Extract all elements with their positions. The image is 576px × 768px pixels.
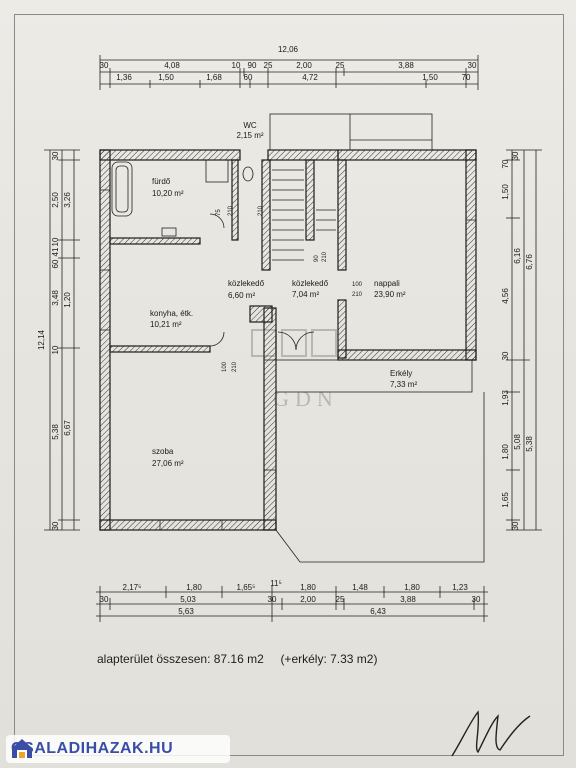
room-name-konyha: konyha, étk. xyxy=(150,309,193,318)
dim-label: 60 xyxy=(244,73,253,82)
dim-label: 25 xyxy=(336,61,345,70)
dim-label: 10 xyxy=(232,61,241,70)
opening-label: 75 xyxy=(216,209,222,216)
room-area-kozlekedo-2: 7,04 m² xyxy=(292,290,319,299)
dim-label: 10 xyxy=(51,237,60,246)
dim-label: 1,80 xyxy=(300,583,316,592)
dim-label: 1,93 xyxy=(501,390,510,406)
left-outer-dim: 12,14 xyxy=(37,329,46,350)
gdn-watermark: GDN xyxy=(251,329,339,411)
room-area-konyha: 10,21 m² xyxy=(150,320,182,329)
dim-label: 1,68 xyxy=(206,73,222,82)
dim-label: 25 xyxy=(336,595,345,604)
dim-label: 5,08 xyxy=(513,434,522,450)
dim-label: 30 xyxy=(51,521,60,530)
dim-label: 70 xyxy=(501,159,510,168)
opening-label: 210 xyxy=(322,251,328,262)
room-name-szoba: szoba xyxy=(152,447,174,456)
room-area-nappali: 23,90 m² xyxy=(374,290,406,299)
dim-label: 2,50 xyxy=(51,192,60,208)
dim-label: 6,16 xyxy=(513,248,522,264)
dim-label: 6,67 xyxy=(63,420,72,436)
dim-label: 1,80 xyxy=(186,583,202,592)
house-logo-icon xyxy=(12,739,32,758)
room-area-wc: 2,15 m² xyxy=(236,131,263,140)
dim-label: 60 xyxy=(51,259,60,268)
dim-label: 1,65⁵ xyxy=(237,583,256,592)
opening-label: 90 xyxy=(314,255,320,262)
dim-label: 1,65 xyxy=(501,492,510,508)
dim-label: 30 xyxy=(511,151,520,160)
opening-label: 100 xyxy=(352,282,363,288)
sheet-frame xyxy=(14,14,564,756)
dim-label: 2,00 xyxy=(300,595,316,604)
dim-label: 30 xyxy=(501,351,510,360)
dim-label: 5,38 xyxy=(525,436,534,452)
dim-label: 1,48 xyxy=(352,583,368,592)
opening-label: 210 xyxy=(258,205,264,216)
dim-label: 30 xyxy=(511,521,520,530)
opening-label: 210 xyxy=(228,205,234,216)
dim-label: 4,72 xyxy=(302,73,318,82)
dim-label: 30 xyxy=(468,61,477,70)
dim-label: 30 xyxy=(100,595,109,604)
dim-label: 5,03 xyxy=(180,595,196,604)
dim-label: 3,48 xyxy=(51,290,60,306)
dim-label: 6,43 xyxy=(370,607,386,616)
dim-label: 1,50 xyxy=(501,184,510,200)
room-name-erkely: Erkély xyxy=(390,369,412,378)
total-area-summary: alapterület összesen: 87.16 m2 (+erkély:… xyxy=(97,652,378,666)
dim-label: 5,38 xyxy=(51,424,60,440)
dim-label: 41 xyxy=(51,247,60,256)
room-name-nappali: nappali xyxy=(374,279,400,288)
dim-label: 30 xyxy=(268,595,277,604)
room-area-kozlekedo-1: 6,60 m² xyxy=(228,291,255,300)
overall-width-label: 12,06 xyxy=(278,45,299,54)
dim-label: 11⁵ xyxy=(270,579,282,588)
dim-label: 90 xyxy=(248,61,257,70)
dim-label: 30 xyxy=(472,595,481,604)
dim-label: 1,80 xyxy=(404,583,420,592)
opening-label: 210 xyxy=(352,292,363,298)
dim-label: 1,23 xyxy=(452,583,468,592)
dim-label: 1,80 xyxy=(501,444,510,460)
dim-label: 4,08 xyxy=(164,61,180,70)
site-badge-label: CSALADIHAZAK.HU xyxy=(11,740,174,757)
top-dimensions-row1: 30 4,08 10 90 25 2,00 25 3,88 30 xyxy=(100,61,477,70)
dim-label: 2,00 xyxy=(296,61,312,70)
opening-label: 100 xyxy=(222,361,228,372)
dim-label: 25 xyxy=(264,61,273,70)
dim-label: 30 xyxy=(100,61,109,70)
room-name-kozlekedo-2: közlekedő xyxy=(292,279,329,288)
top-dimensions-row2: 1,36 1,50 1,68 60 4,72 1,50 70 xyxy=(116,73,471,82)
dim-label: 1,50 xyxy=(422,73,438,82)
room-name-furdo: fürdő xyxy=(152,177,171,186)
opening-label: 210 xyxy=(232,361,238,372)
room-area-szoba: 27,06 m² xyxy=(152,459,184,468)
room-name-kozlekedo-1: közlekedő xyxy=(228,279,265,288)
room-name-wc: WC xyxy=(243,121,257,130)
dim-label: 70 xyxy=(462,73,471,82)
dim-label: 1,20 xyxy=(63,292,72,308)
dim-label: 30 xyxy=(51,151,60,160)
dim-label: 1,50 xyxy=(158,73,174,82)
dim-label: 1,36 xyxy=(116,73,132,82)
room-area-erkely: 7,33 m² xyxy=(390,380,417,389)
dim-label: 3,88 xyxy=(398,61,414,70)
room-area-furdo: 10,20 m² xyxy=(152,189,184,198)
dim-label: 6,76 xyxy=(525,254,534,270)
dim-label: 10 xyxy=(51,345,60,354)
site-badge[interactable]: CSALADIHAZAK.HU xyxy=(6,735,230,763)
signature-mark xyxy=(451,710,531,757)
dim-label: 5,63 xyxy=(178,607,194,616)
dim-label: 4,56 xyxy=(501,288,510,304)
dim-label: 3,88 xyxy=(400,595,416,604)
watermark-text: GDN xyxy=(273,386,339,411)
dim-label: 2,17⁵ xyxy=(123,583,142,592)
dim-label: 3,26 xyxy=(63,192,72,208)
